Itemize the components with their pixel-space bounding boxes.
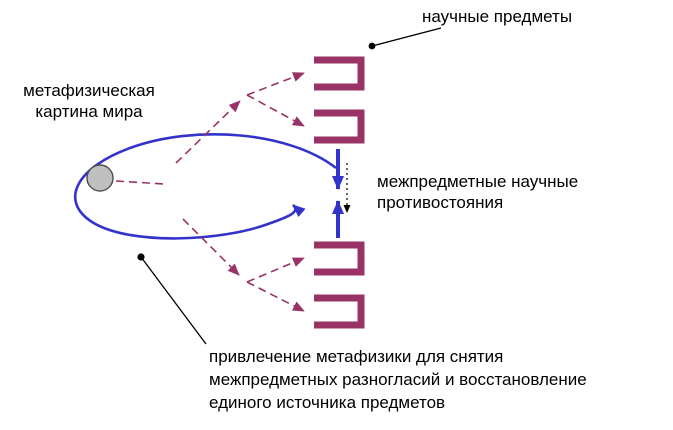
label-metaphysical-worldview: метафизическая картина мира bbox=[23, 81, 155, 121]
label-scientific-subjects: научные предметы bbox=[422, 7, 573, 26]
dashed-arrow-up-diagonal bbox=[175, 100, 241, 164]
dashed-arrow-to-bracket-2 bbox=[246, 94, 305, 127]
subject-bracket-4 bbox=[314, 294, 365, 329]
label-interdisciplinary-confrontations: межпредметные научные противостояния bbox=[377, 172, 579, 212]
callout-line-bottom bbox=[140, 256, 207, 345]
label-metaphysics-resolution: привлечение метафизики для снятия межпре… bbox=[209, 347, 587, 412]
metaphysics-loop-curve bbox=[73, 133, 337, 240]
subject-bracket-2 bbox=[314, 109, 365, 144]
dashed-arrow-down-diagonal bbox=[182, 218, 240, 276]
subject-bracket-3 bbox=[314, 241, 365, 276]
dashed-arrow-to-bracket-3 bbox=[246, 257, 305, 283]
dashed-arrow-to-bracket-1 bbox=[246, 72, 305, 96]
callout-line-subjects bbox=[371, 27, 442, 47]
dashed-arrow-to-bracket-4 bbox=[246, 281, 305, 312]
dashed-line-from-node bbox=[115, 180, 165, 185]
world-node bbox=[86, 164, 114, 192]
subject-bracket-1 bbox=[314, 56, 365, 91]
